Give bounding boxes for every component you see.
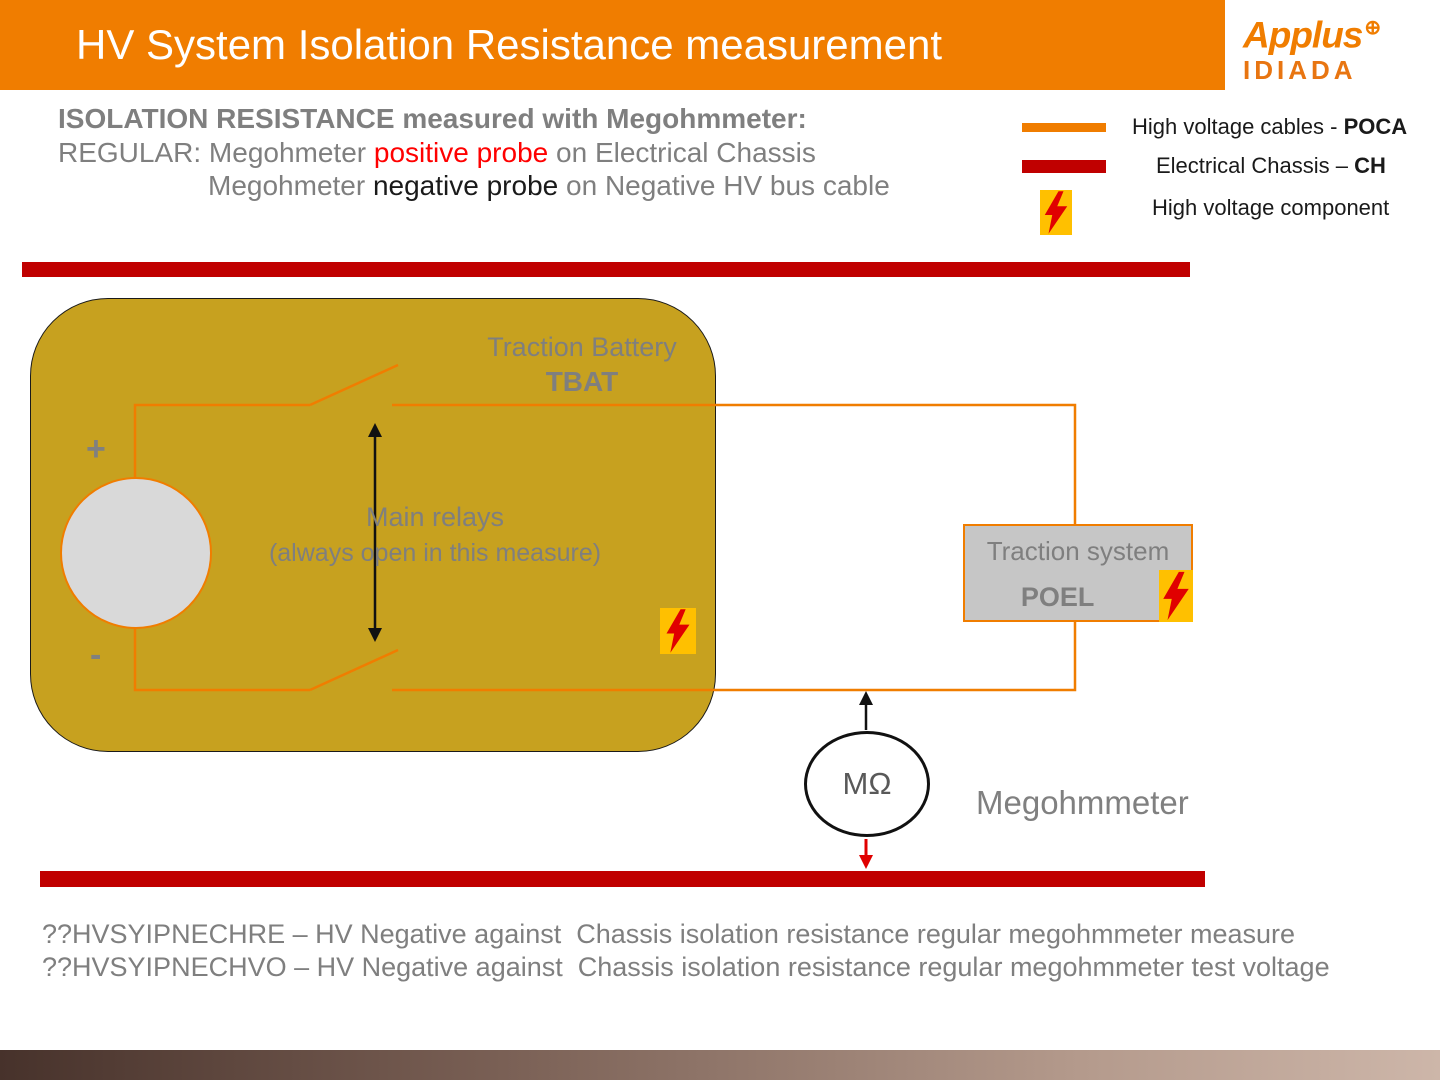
lightning-icon: [1040, 190, 1072, 235]
hv-cables-code: POCA: [1343, 114, 1408, 139]
chassis-code: CH: [1354, 153, 1386, 178]
plus-circle-icon: ⊕: [1364, 17, 1381, 39]
logo-brand-text: Applus: [1243, 14, 1363, 56]
meter-chassis-arrow-head: [859, 855, 873, 869]
applus-idiada-logo: Applus⊕ IDIADA: [1225, 0, 1440, 90]
megohm-symbol: MΩ: [842, 766, 892, 801]
chassis-label: Electrical Chassis –: [1156, 153, 1355, 178]
lightning-icon: [660, 608, 696, 654]
negative-suffix: on Negative HV bus cable: [558, 170, 890, 201]
meter-probe-arrow-head: [859, 691, 873, 705]
logo-subbrand: IDIADA: [1243, 55, 1357, 86]
lightning-bolt-glyph: [666, 609, 690, 653]
bottom-gradient-bar: [0, 1050, 1440, 1080]
main-relays-label: Main relays (always open in this measure…: [245, 502, 625, 568]
lightning-icon: [1159, 570, 1193, 622]
intro-negative-line: Megohmeter negative probe on Negative HV…: [208, 170, 890, 202]
regular-suffix: on Electrical Chassis: [548, 137, 816, 168]
footer-note-voltage: ??HVSYIPNECHVO – HV Negative against Cha…: [42, 952, 1330, 982]
header-bar: HV System Isolation Resistance measureme…: [0, 0, 1440, 90]
hv-cables-label: High voltage cables -: [1132, 114, 1344, 139]
megohmmeter-dial: MΩ: [804, 731, 930, 837]
chassis-bar-top: [22, 262, 1190, 277]
chassis-bar-bottom: [40, 871, 1205, 887]
traction-title: Traction system: [986, 536, 1170, 566]
relays-line2: (always open in this measure): [268, 539, 602, 567]
battery-cell-circle: [60, 477, 212, 629]
lightning-bolt-glyph: [1163, 571, 1189, 621]
lightning-bolt-glyph: [1044, 191, 1068, 234]
intro-regular-line: REGULAR: Megohmeter positive probe on El…: [58, 137, 816, 169]
positive-terminal-label: +: [86, 430, 106, 468]
legend-hv-component: High voltage component: [1152, 195, 1390, 220]
negative-probe-highlight: negative probe: [372, 170, 559, 201]
legend-chassis: Electrical Chassis – CH: [1156, 153, 1386, 179]
battery-code: TBAT: [545, 366, 619, 397]
hv-cable-swatch: [1022, 123, 1106, 132]
negative-prefix: Megohmeter: [208, 170, 373, 201]
legend-hv-cables: High voltage cables - POCA: [1132, 114, 1407, 140]
megohmmeter-label: Megohmmeter: [976, 784, 1189, 821]
traction-code: POEL: [1020, 582, 1095, 612]
intro-heading: ISOLATION RESISTANCE measured with Megoh…: [58, 103, 807, 134]
chassis-swatch: [1022, 160, 1106, 173]
logo-brand: Applus⊕: [1243, 8, 1422, 55]
negative-terminal-label: -: [90, 636, 102, 674]
page-title: HV System Isolation Resistance measureme…: [76, 21, 943, 68]
traction-system-box: Traction system POEL: [963, 524, 1193, 622]
footer-note-measure: ??HVSYIPNECHRE – HV Negative against Cha…: [42, 919, 1296, 949]
positive-probe-highlight: positive probe: [373, 137, 549, 168]
regular-prefix: REGULAR: Megohmeter: [58, 137, 374, 168]
battery-title: Traction Battery: [487, 332, 677, 362]
relays-line1: Main relays: [365, 502, 505, 532]
